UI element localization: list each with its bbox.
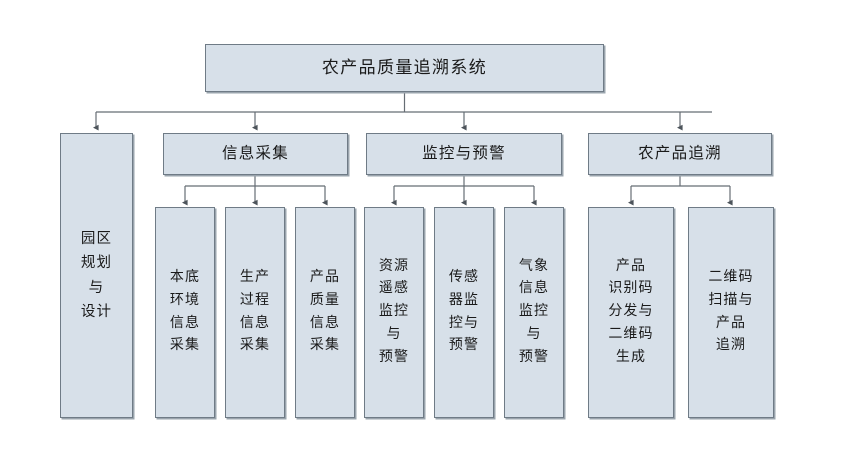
node-product-id-code-distribution-qr-generation[interactable]: 产品 识别码 分发与 二维码 生成 (588, 207, 674, 418)
node-meteorological-info-monitoring-label: 气象 信息 监控 与 预警 (518, 258, 550, 365)
node-product-quality-info-collection[interactable]: 产品 质量 信息 采集 (295, 207, 355, 418)
node-root-system[interactable]: 农产品质量追溯系统 (205, 44, 604, 92)
node-sensor-monitoring-warning-label: 传感 器监 控与 预警 (448, 270, 480, 354)
node-baseline-environment-info-collection[interactable]: 本底 环境 信息 采集 (155, 207, 215, 418)
node-qr-scan-product-tracing[interactable]: 二维码 扫描与 产品 追溯 (688, 207, 774, 418)
node-monitoring-early-warning[interactable]: 监控与预警 (366, 133, 562, 175)
node-park-planning-design-label: 园区 规划 与 设计 (80, 231, 113, 320)
node-park-planning-design[interactable]: 园区 规划 与 设计 (60, 133, 133, 418)
node-information-collection[interactable]: 信息采集 (163, 133, 348, 175)
node-qr-scan-product-tracing-label: 二维码 扫描与 产品 追溯 (708, 270, 754, 354)
node-resource-remote-sensing-monitoring[interactable]: 资源 遥感 监控 与 预警 (364, 207, 424, 418)
node-product-traceability[interactable]: 农产品追溯 (588, 133, 772, 175)
node-product-traceability-label: 农产品追溯 (638, 144, 722, 162)
node-root-system-label: 农产品质量追溯系统 (321, 57, 488, 77)
node-production-process-info-collection-label: 生产 过程 信息 采集 (239, 270, 271, 354)
node-resource-remote-sensing-monitoring-label: 资源 遥感 监控 与 预警 (378, 258, 410, 365)
node-product-id-code-distribution-qr-generation-label: 产品 识别码 分发与 二维码 生成 (608, 258, 654, 365)
node-sensor-monitoring-warning[interactable]: 传感 器监 控与 预警 (434, 207, 494, 418)
node-monitoring-early-warning-label: 监控与预警 (422, 144, 506, 162)
node-baseline-environment-info-collection-label: 本底 环境 信息 采集 (169, 270, 201, 354)
node-production-process-info-collection[interactable]: 生产 过程 信息 采集 (225, 207, 285, 418)
node-meteorological-info-monitoring[interactable]: 气象 信息 监控 与 预警 (504, 207, 564, 418)
node-information-collection-label: 信息采集 (222, 144, 289, 162)
node-product-quality-info-collection-label: 产品 质量 信息 采集 (309, 270, 341, 354)
